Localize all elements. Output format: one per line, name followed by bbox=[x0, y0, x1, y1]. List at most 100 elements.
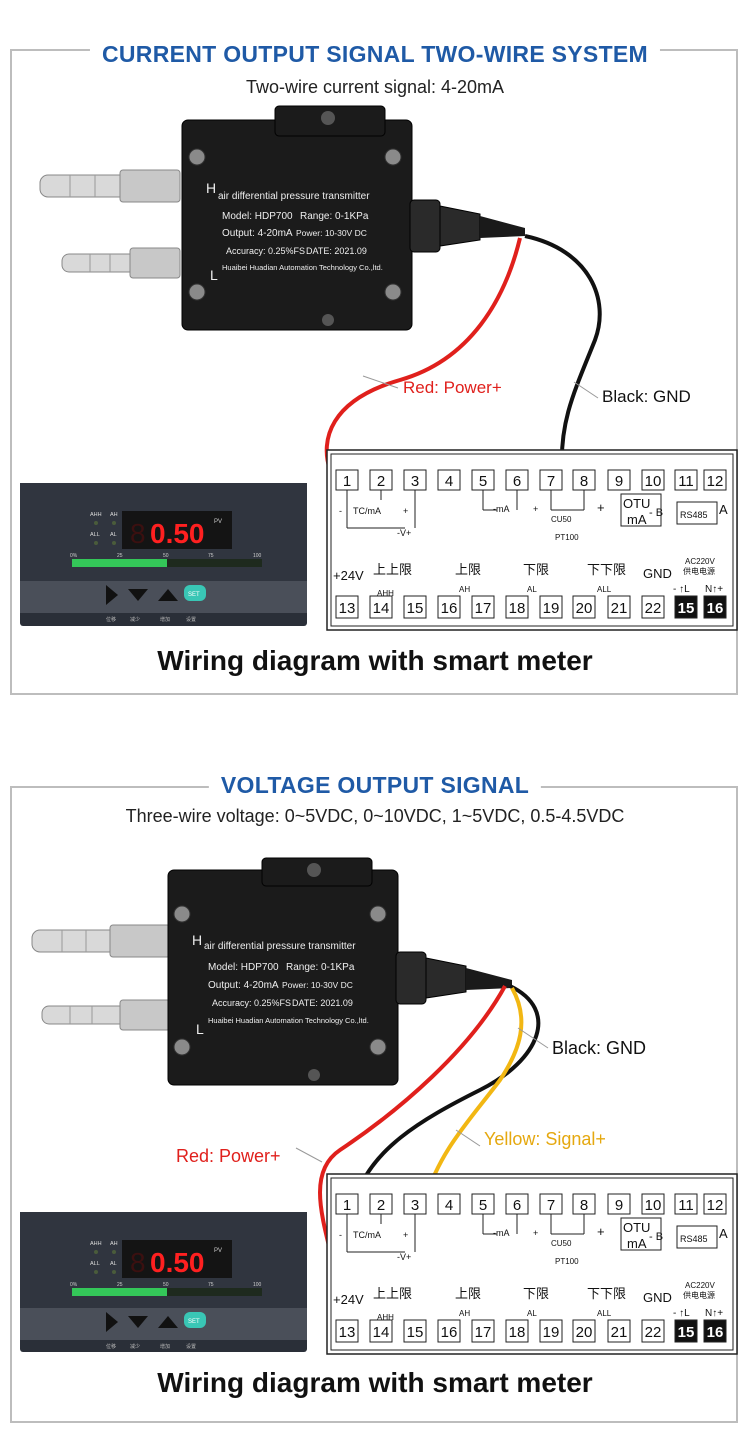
transmitter-maker: Huaibei Huadian Automation Technology Co… bbox=[208, 1016, 369, 1025]
cable-gland bbox=[395, 951, 512, 1005]
section-voltage-title: VOLTAGE OUTPUT SIGNAL bbox=[208, 772, 542, 799]
terminal-box-top bbox=[674, 469, 698, 491]
terminal-number: 7 bbox=[547, 1197, 555, 1214]
set-key[interactable] bbox=[184, 585, 206, 601]
terminal-label: RS485 bbox=[680, 1234, 708, 1244]
smart-meter: AHH AH ALL AL 8 0.50 PV 0% 25 50 75 100 … bbox=[20, 1212, 307, 1352]
terminal-number: 3 bbox=[411, 473, 419, 490]
terminal-box-bottom bbox=[335, 595, 359, 619]
yellow-wire-label: Yellow: Signal+ bbox=[484, 1129, 606, 1149]
set-key[interactable] bbox=[184, 1312, 206, 1328]
terminal-label: 上上限 bbox=[373, 1286, 412, 1301]
terminal-number: 22 bbox=[645, 600, 662, 617]
transmitter-date: DATE: 2021.09 bbox=[306, 246, 367, 256]
transmitter-power: Power: 10-30V DC bbox=[296, 228, 367, 238]
terminal-label: mA bbox=[627, 512, 647, 527]
terminal-label: mA bbox=[627, 1236, 647, 1251]
scale-0: 0% bbox=[70, 1282, 78, 1288]
terminal-number: 16 bbox=[441, 1324, 458, 1341]
terminal-number: 20 bbox=[576, 1324, 593, 1341]
wire-label-black: Black: GND bbox=[517, 1027, 646, 1058]
screw-icon bbox=[188, 148, 206, 166]
terminal-label: AL bbox=[527, 585, 537, 594]
transmitter-range: Range: 0-1KPa bbox=[300, 211, 369, 222]
terminal-box-bottom bbox=[539, 595, 563, 619]
meter-pv-label: PV bbox=[214, 519, 222, 525]
terminal-number: 4 bbox=[445, 1197, 453, 1214]
led-al bbox=[112, 1270, 116, 1274]
key-label-set: 设置 bbox=[186, 1343, 196, 1350]
terminal-number: 17 bbox=[475, 600, 492, 617]
scale-0: 0% bbox=[70, 553, 78, 559]
terminal-box-bottom bbox=[437, 1319, 461, 1343]
shift-key-icon[interactable] bbox=[106, 1312, 118, 1332]
transmitter-maker: Huaibei Huadian Automation Technology Co… bbox=[222, 263, 383, 272]
scale-75: 75 bbox=[208, 1282, 214, 1288]
screw-icon bbox=[369, 1038, 387, 1056]
led-al bbox=[112, 541, 116, 545]
screw-icon bbox=[384, 148, 402, 166]
down-key-icon[interactable] bbox=[128, 589, 148, 601]
terminal-label: + bbox=[533, 504, 538, 514]
up-key-icon[interactable] bbox=[158, 1316, 178, 1328]
terminal-box-bottom bbox=[703, 595, 727, 619]
terminal-box-bottom bbox=[335, 1319, 359, 1343]
meter-al-label: AL bbox=[110, 1261, 117, 1267]
terminal-number: 15 bbox=[678, 1324, 695, 1341]
terminal-label: - bbox=[339, 1230, 342, 1240]
barb-fitting-l bbox=[61, 247, 181, 279]
terminal-number: 14 bbox=[373, 1324, 390, 1341]
terminal-label: TC/mA bbox=[353, 506, 381, 516]
terminal-number: 7 bbox=[547, 473, 555, 490]
terminal-box-bottom bbox=[641, 595, 665, 619]
terminal-label: + bbox=[403, 1230, 408, 1240]
terminal-box-top bbox=[607, 1193, 631, 1215]
transmitter-line1: air differential pressure transmitter bbox=[204, 941, 356, 952]
terminal-number: 21 bbox=[611, 600, 628, 617]
terminal-label: 供电电源 bbox=[683, 1290, 715, 1300]
terminal-label: -V+ bbox=[397, 1252, 411, 1262]
terminal-label: AHH bbox=[377, 1313, 394, 1322]
meter-reading: 0.50 bbox=[150, 518, 205, 549]
terminal-label: A bbox=[719, 1226, 728, 1241]
terminal-number: 2 bbox=[377, 1197, 385, 1214]
terminal-label: A bbox=[719, 502, 728, 517]
transmitter-model: Model: HDP700 bbox=[208, 962, 279, 973]
terminal-number: 4 bbox=[445, 473, 453, 490]
terminal-box-top bbox=[674, 1193, 698, 1215]
terminal-label: AC220V bbox=[685, 557, 715, 566]
wire-label-red: Red: Power+ bbox=[176, 1146, 323, 1166]
terminal-label: AHH bbox=[377, 589, 394, 598]
barb-fitting-h bbox=[31, 924, 173, 958]
terminal-number: 15 bbox=[678, 600, 695, 617]
key-label-decrease: 减少 bbox=[130, 1343, 140, 1350]
terminal-label: + bbox=[533, 1228, 538, 1238]
terminal-label: AH bbox=[459, 1309, 470, 1318]
terminal-number: 15 bbox=[407, 600, 424, 617]
otu-box bbox=[620, 493, 662, 527]
meter-display bbox=[122, 511, 232, 549]
transmitter-model: Model: HDP700 bbox=[222, 211, 293, 222]
transmitter-power: Power: 10-30V DC bbox=[282, 980, 353, 990]
terminal-label: +24V bbox=[333, 568, 364, 583]
shift-key-icon[interactable] bbox=[106, 585, 118, 605]
terminal-number: 9 bbox=[615, 473, 623, 490]
terminal-number: 14 bbox=[373, 600, 390, 617]
terminal-label: AC220V bbox=[685, 1281, 715, 1290]
down-key-icon[interactable] bbox=[128, 1316, 148, 1328]
up-key-icon[interactable] bbox=[158, 589, 178, 601]
terminal-label: OTU bbox=[623, 496, 650, 511]
bargraph-fill bbox=[72, 559, 167, 567]
key-label-shift: 位移 bbox=[106, 1343, 116, 1350]
transmitter-accuracy: Accuracy: 0.25%FS bbox=[212, 998, 291, 1008]
section-current-subtitle: Two-wire current signal: 4-20mA bbox=[245, 77, 505, 97]
terminal-box-bottom bbox=[471, 595, 495, 619]
terminal-label: 下下限 bbox=[587, 562, 626, 577]
terminal-label: 上上限 bbox=[373, 562, 412, 577]
yellow-signal-wire bbox=[423, 987, 524, 1201]
scale-100: 100 bbox=[253, 1282, 262, 1288]
terminal-label: N↑+ bbox=[705, 1308, 723, 1319]
rs485-box bbox=[676, 1225, 718, 1249]
key-label-increase: 增加 bbox=[160, 616, 170, 623]
